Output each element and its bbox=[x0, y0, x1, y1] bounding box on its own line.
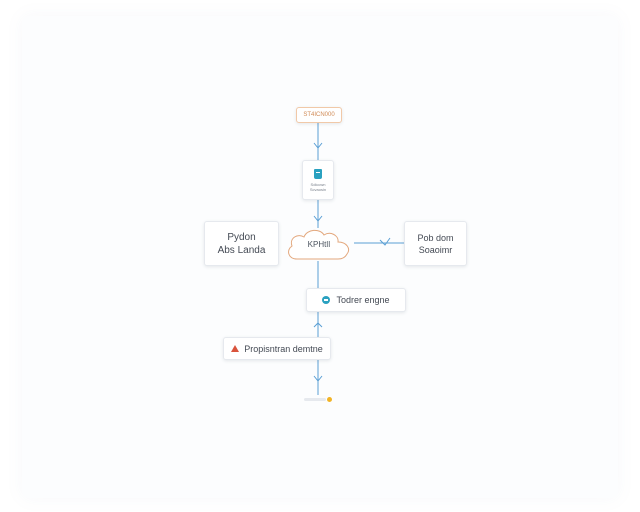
node-python-line1: Pydon bbox=[227, 231, 256, 243]
node-database-line2: Scvaosin bbox=[309, 186, 327, 192]
node-python[interactable]: Pydon Abs Landa bbox=[204, 221, 279, 266]
node-warning-label: Propisntran demtne bbox=[244, 343, 323, 354]
node-engine-label: Todrer engne bbox=[336, 295, 390, 305]
node-pub-line2: Soaoimr bbox=[418, 244, 453, 255]
engine-icon bbox=[322, 296, 331, 304]
node-database[interactable]: Sdiccwn Scvaosin bbox=[302, 160, 334, 200]
node-engine[interactable]: Todrer engne bbox=[306, 288, 406, 312]
cloud-icon[interactable] bbox=[283, 225, 355, 263]
node-top-label: ST4ICN000 bbox=[303, 112, 335, 118]
node-database-line1: Sdiccwn bbox=[310, 181, 326, 187]
end-node[interactable] bbox=[303, 395, 333, 403]
node-pub-line1: Pob dom bbox=[417, 232, 454, 243]
node-warning[interactable]: Propisntran demtne bbox=[223, 337, 331, 360]
warning-icon bbox=[231, 345, 240, 352]
end-bar bbox=[304, 397, 326, 401]
cloud-label: KPHtlI bbox=[307, 240, 331, 249]
node-python-line2: Abs Landa bbox=[217, 244, 266, 256]
database-icon bbox=[314, 168, 322, 179]
node-top[interactable]: ST4ICN000 bbox=[296, 107, 342, 123]
end-dot-icon bbox=[327, 396, 332, 402]
node-pub[interactable]: Pob dom Soaoimr bbox=[404, 221, 467, 266]
